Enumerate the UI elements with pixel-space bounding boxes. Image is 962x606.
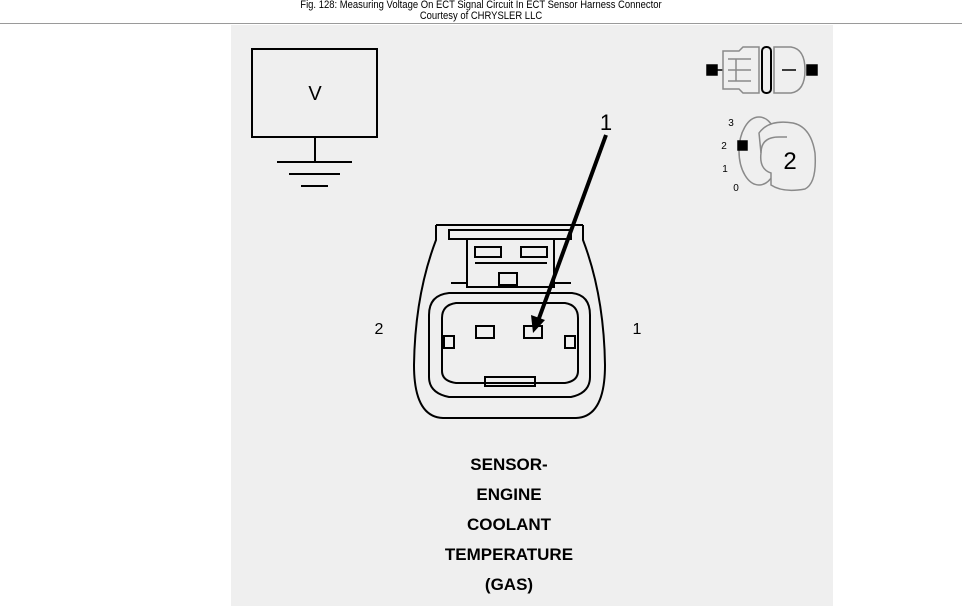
key-position-0: 0: [733, 183, 739, 194]
component-title-line-3: COOLANT: [466, 515, 552, 534]
figure-caption: Fig. 128: Measuring Voltage On ECT Signa…: [67, 0, 894, 22]
component-title-line-4: TEMPERATURE: [444, 545, 574, 564]
voltmeter-icon: [251, 48, 378, 187]
component-title-line-5: (GAS): [484, 575, 534, 594]
pin-label-right: 1: [633, 321, 642, 338]
caption-divider: [0, 23, 962, 24]
pin-label-left: 2: [375, 321, 384, 338]
probe-arrow: [531, 134, 608, 333]
component-title-line-2: ENGINE: [476, 485, 542, 504]
key-position-3: 3: [728, 118, 734, 129]
caption-title: Fig. 128: Measuring Voltage On ECT Signa…: [300, 0, 662, 11]
key-position-1: 1: [722, 164, 728, 175]
harness-connector: [412, 224, 607, 419]
ignition-key-inset-icon: [737, 116, 817, 192]
meter-label: V: [308, 83, 322, 105]
connector-diagram: V 1 2 1: [251, 46, 818, 419]
component-title-line-1: SENSOR-: [470, 455, 548, 474]
key-position-2: 2: [721, 141, 727, 152]
callout-number: 1: [600, 110, 612, 135]
caption-courtesy: Courtesy of CHRYSLER LLC: [419, 10, 543, 22]
inset-callout-number: 2: [783, 148, 796, 175]
probe-inset-icon: [706, 46, 818, 94]
